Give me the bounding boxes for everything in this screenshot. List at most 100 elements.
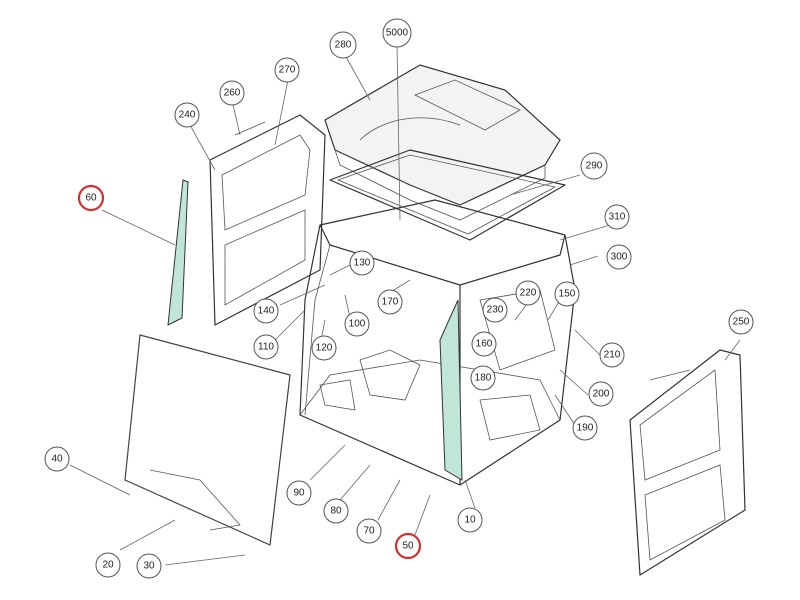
callout-circle bbox=[274, 57, 300, 83]
side-glass bbox=[167, 179, 189, 326]
front-corner-glass bbox=[439, 299, 463, 481]
callout-40: 40 bbox=[44, 446, 70, 472]
callout-label: 200 bbox=[593, 389, 610, 400]
callout-label: 130 bbox=[354, 258, 371, 269]
callout-label: 280 bbox=[335, 40, 352, 51]
callout-label: 180 bbox=[475, 373, 492, 384]
callout-220: 220 bbox=[515, 280, 541, 306]
callout-70: 70 bbox=[356, 518, 382, 544]
callout-circle bbox=[457, 507, 483, 533]
callout-250: 250 bbox=[728, 309, 754, 335]
callout-circle bbox=[349, 250, 375, 276]
callout-200: 200 bbox=[588, 381, 614, 407]
callout-label: 5000 bbox=[386, 28, 409, 39]
windshield bbox=[124, 334, 291, 546]
leader-lines bbox=[69, 44, 741, 566]
callout-label: 250 bbox=[733, 317, 750, 328]
callout-300: 300 bbox=[606, 244, 632, 270]
callout-circle bbox=[219, 80, 245, 106]
callout-circle bbox=[470, 365, 496, 391]
callout-110: 110 bbox=[253, 334, 279, 360]
callout-5000: 5000 bbox=[382, 18, 412, 48]
cab-frame bbox=[299, 199, 576, 486]
callout-label: 90 bbox=[293, 488, 305, 499]
callout-circle bbox=[329, 31, 357, 59]
callout-circle bbox=[604, 204, 630, 230]
callout-140: 140 bbox=[253, 298, 279, 324]
callout-310: 310 bbox=[604, 204, 630, 230]
roof-panel bbox=[324, 64, 561, 221]
callout-label: 140 bbox=[258, 306, 275, 317]
callout-label: 50 bbox=[402, 541, 414, 552]
callout-circle bbox=[482, 297, 508, 323]
callout-circle bbox=[580, 152, 608, 180]
callout-label: 20 bbox=[102, 560, 114, 571]
callout-90: 90 bbox=[286, 480, 312, 506]
callout-circle bbox=[572, 415, 598, 441]
callout-190: 190 bbox=[572, 415, 598, 441]
callout-circle bbox=[599, 342, 625, 368]
callout-circle bbox=[515, 280, 541, 306]
callout-circle bbox=[44, 446, 70, 472]
callout-circle bbox=[253, 334, 279, 360]
callout-50: 50 bbox=[394, 532, 422, 560]
callout-label: 300 bbox=[611, 252, 628, 263]
callout-20: 20 bbox=[95, 552, 121, 578]
callout-circle bbox=[606, 244, 632, 270]
callout-label: 80 bbox=[330, 506, 342, 517]
callout-circle bbox=[356, 518, 382, 544]
callout-290: 290 bbox=[580, 152, 608, 180]
callout-label: 40 bbox=[51, 454, 63, 465]
callout-label: 110 bbox=[258, 342, 274, 353]
callout-260: 260 bbox=[219, 80, 245, 106]
callout-130: 130 bbox=[349, 250, 375, 276]
callout-circle bbox=[377, 289, 403, 315]
callout-circle bbox=[95, 552, 121, 578]
callout-label: 120 bbox=[316, 343, 333, 354]
callout-120: 120 bbox=[311, 335, 337, 361]
callout-100: 100 bbox=[344, 311, 370, 337]
callout-240: 240 bbox=[174, 102, 200, 128]
callout-80: 80 bbox=[323, 498, 349, 524]
callout-label: 210 bbox=[604, 350, 621, 361]
callout-circle bbox=[286, 480, 312, 506]
callout-circle bbox=[728, 309, 754, 335]
callout-circle bbox=[554, 281, 580, 307]
roof-seal-frame bbox=[329, 149, 566, 241]
callout-label: 10 bbox=[464, 515, 476, 526]
callout-10: 10 bbox=[457, 507, 483, 533]
callout-280: 280 bbox=[329, 31, 357, 59]
callout-label: 240 bbox=[179, 110, 196, 121]
callout-170: 170 bbox=[377, 289, 403, 315]
callout-bubbles: 5000 280 270 260 240 60 290 310 300 130 140 170 100 1… bbox=[44, 18, 754, 579]
callout-circle bbox=[344, 311, 370, 337]
callout-circle bbox=[174, 102, 200, 128]
callout-label: 190 bbox=[577, 423, 594, 434]
callout-label: 230 bbox=[487, 305, 504, 316]
callout-label: 170 bbox=[382, 297, 399, 308]
callout-label: 30 bbox=[143, 561, 155, 572]
callout-label: 310 bbox=[609, 212, 626, 223]
callout-230: 230 bbox=[482, 297, 508, 323]
callout-circle bbox=[253, 298, 279, 324]
callout-label: 100 bbox=[349, 319, 366, 330]
callout-label: 290 bbox=[586, 161, 603, 172]
callout-30: 30 bbox=[136, 553, 162, 579]
callout-circle bbox=[136, 553, 162, 579]
callout-270: 270 bbox=[274, 57, 300, 83]
callout-150: 150 bbox=[554, 281, 580, 307]
callout-circle bbox=[588, 381, 614, 407]
left-door bbox=[209, 114, 326, 326]
callout-label: 220 bbox=[520, 288, 537, 299]
callout-210: 210 bbox=[599, 342, 625, 368]
callout-circle bbox=[323, 498, 349, 524]
callout-circle bbox=[77, 184, 105, 212]
callout-circle bbox=[311, 335, 337, 361]
callout-160: 160 bbox=[471, 331, 497, 357]
callout-60: 60 bbox=[77, 184, 105, 212]
callout-label: 60 bbox=[85, 193, 97, 204]
right-door bbox=[629, 349, 746, 576]
callout-circle bbox=[471, 331, 497, 357]
